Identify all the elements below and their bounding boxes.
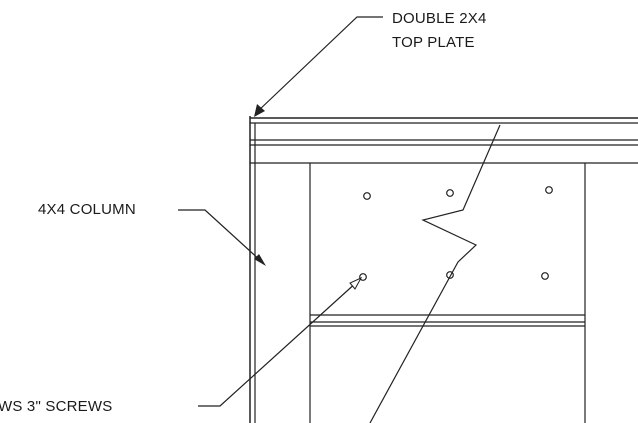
double-top-plate <box>250 117 638 164</box>
top-plate-leader <box>254 16 383 117</box>
screws-label: WS 3" SCREWS <box>0 398 113 415</box>
screw-hole <box>363 192 371 200</box>
break-line <box>369 124 501 423</box>
screw-holes <box>359 186 553 281</box>
screw-hole <box>545 186 553 194</box>
screw-hole <box>541 272 549 280</box>
column-post <box>249 116 311 423</box>
column-leader <box>178 209 266 266</box>
gusset-plate <box>310 314 585 327</box>
top-plate-label-line1: DOUBLE 2X4 <box>392 10 487 27</box>
screw-hole <box>446 189 454 197</box>
top-plate-label-line2: TOP PLATE <box>392 34 475 51</box>
column-label: 4X4 COLUMN <box>38 201 136 218</box>
screw-hole <box>359 273 367 281</box>
screws-leader <box>198 276 363 407</box>
